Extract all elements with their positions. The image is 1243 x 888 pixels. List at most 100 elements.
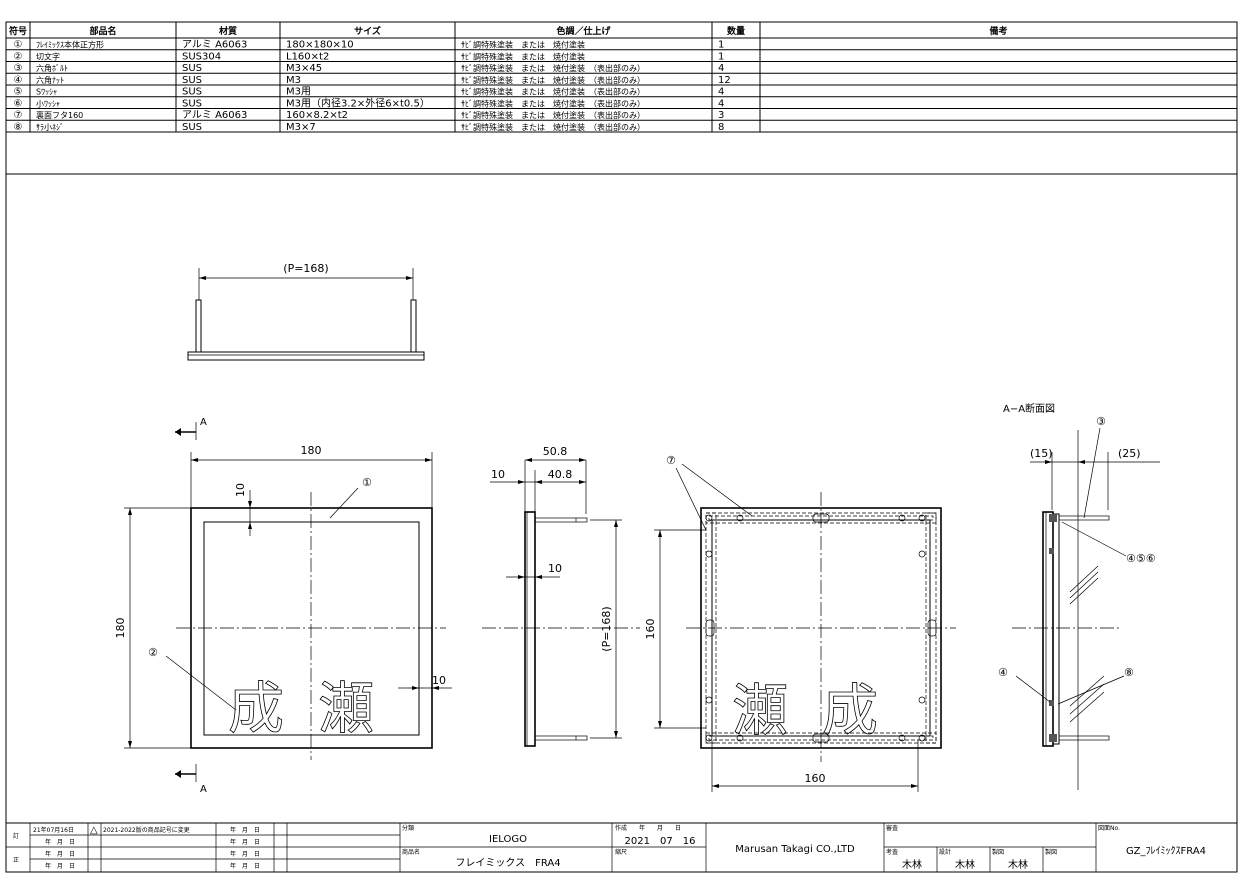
- table-cell-material: SUS: [182, 122, 202, 133]
- rev-date-7: 年 月 日: [230, 850, 260, 858]
- balloon-2: ②: [148, 646, 158, 659]
- table-cell-name: ﾌﾚｲﾐｯｸｽ本体正方形: [36, 40, 104, 50]
- table-cell-finish: ｻﾋﾞ調特殊塗装 または 焼付塗装 （表出部のみ）: [461, 122, 645, 132]
- table-cell-name: 六角ﾅｯﾄ: [36, 75, 64, 85]
- table-header-material: 材質: [218, 25, 237, 37]
- table-cell-finish: ｻﾋﾞ調特殊塗装 または 焼付塗装: [461, 40, 585, 50]
- front-char-1: 成: [228, 677, 284, 742]
- check-label: 考査: [886, 848, 898, 856]
- table-cell-finish: ｻﾋﾞ調特殊塗装 または 焼付塗装 （表出部のみ）: [461, 98, 645, 108]
- table-cell-no: ①: [14, 40, 23, 51]
- table-cell-qty: 8: [718, 122, 724, 133]
- balloon-8: ⑧: [1124, 666, 1134, 679]
- top-pitch-dim: (P=168): [283, 262, 328, 275]
- front-height-dim: 180: [114, 618, 127, 639]
- table-cell-size: M3: [286, 75, 301, 86]
- table-cell-no: ④: [14, 75, 23, 86]
- table-header-size: サイズ: [354, 25, 381, 37]
- table-header-finish: 色調／仕上げ: [556, 25, 611, 37]
- table-header-remarks: 備考: [989, 25, 1007, 37]
- table-cell-name: 切文字: [36, 51, 60, 61]
- front-char-2: 瀬: [318, 677, 374, 742]
- table-cell-material: アルミ A6063: [182, 40, 247, 51]
- draw-label: 製図: [992, 848, 1004, 856]
- table-cell-no: ③: [14, 63, 23, 74]
- balloon-4: ④: [998, 666, 1008, 679]
- section-left-dim: (15): [1030, 447, 1053, 460]
- rev-label-1: 訂: [13, 832, 19, 840]
- rev-date-3: 年 月 日: [45, 850, 75, 858]
- table-cell-qty: 4: [718, 98, 724, 109]
- table-cell-size: M3用: [286, 87, 311, 98]
- table-cell-qty: 4: [718, 87, 724, 98]
- table-header-no: 符号: [9, 25, 27, 37]
- category-label: 分類: [402, 824, 414, 832]
- created-label: 作成 年 月 日: [615, 824, 681, 832]
- dwg-no-label: 図面No.: [1098, 825, 1120, 832]
- section-title: A−A断面図: [1003, 402, 1055, 415]
- balloon-3: ③: [1096, 415, 1106, 428]
- top-view: (P=168): [187, 262, 425, 361]
- table-cell-name: ｻﾗ小ﾈｼﾞ: [36, 123, 64, 132]
- balloon-7: ⑦: [666, 454, 676, 467]
- table-cell-finish: ｻﾋﾞ調特殊塗装 または 焼付塗装 （表出部のみ）: [461, 75, 645, 85]
- table-cell-finish: ｻﾋﾞ調特殊塗装 または 焼付塗装 （表出部のみ）: [461, 110, 645, 120]
- side-view: 50.8 10 40.8 10 (P=168): [482, 445, 640, 747]
- table-cell-qty: 3: [718, 110, 724, 121]
- table-cell-size: L160×t2: [286, 51, 329, 62]
- company-name: Marusan Takagi CO.,LTD: [735, 844, 855, 855]
- table-cell-size: M3×7: [286, 122, 316, 133]
- balloon-1: ①: [362, 476, 372, 489]
- side-offset-dim: 10: [548, 562, 562, 575]
- table-header-name: 部品名: [89, 25, 116, 37]
- table-cell-no: ⑧: [14, 122, 23, 133]
- design-value: 木林: [955, 858, 975, 871]
- table-cell-no: ⑤: [14, 87, 23, 98]
- scale-label: 縮尺: [615, 848, 627, 856]
- front-border-right-dim: 10: [432, 674, 446, 687]
- back-char-2: 成: [822, 679, 878, 744]
- table-cell-material: SUS304: [182, 51, 221, 62]
- side-pitch-dim: (P=168): [600, 606, 613, 651]
- balloon-456: ④⑤⑥: [1126, 552, 1156, 565]
- mgmt-label: 製図: [1045, 848, 1057, 856]
- check-value: 木林: [902, 858, 922, 871]
- table-cell-size: M3×45: [286, 63, 322, 74]
- table-cell-name: 六角ﾎﾞﾙﾄ: [36, 63, 68, 73]
- table-cell-qty: 4: [718, 63, 724, 74]
- table-cell-material: SUS: [182, 75, 202, 86]
- rev-text-1: 2021-2022版の商品記号に変更: [103, 826, 190, 834]
- table-cell-size: 160×8.2×t2: [286, 110, 348, 121]
- title-block: 訂 正 21年07月16日 △ 2021-2022版の商品記号に変更 年 月 日…: [6, 822, 1237, 872]
- category-value: IELOGO: [489, 834, 527, 845]
- front-width-dim: 180: [301, 444, 322, 457]
- table-cell-qty: 1: [718, 51, 724, 62]
- rev-label-2: 正: [13, 857, 19, 864]
- front-border-top-dim: 10: [234, 483, 247, 497]
- table-cell-material: アルミ A6063: [182, 110, 247, 121]
- table-cell-finish: ｻﾋﾞ調特殊塗装 または 焼付塗装: [461, 51, 585, 61]
- back-height-dim: 160: [644, 619, 657, 640]
- table-cell-qty: 12: [718, 75, 731, 86]
- back-screws: [705, 514, 926, 742]
- rev-date-1: 21年07月16日: [33, 826, 74, 834]
- section-mark-top: A: [200, 417, 207, 428]
- rev-date-2: 年 月 日: [45, 838, 75, 846]
- section-right-dim: (25): [1118, 447, 1141, 460]
- back-width-dim: 160: [805, 772, 826, 785]
- table-cell-size: M3用（内径3.2×外径6×t0.5）: [286, 96, 430, 109]
- rev-date-8: 年 月 日: [230, 862, 260, 870]
- table-cell-finish: ｻﾋﾞ調特殊塗装 または 焼付塗装 （表出部のみ）: [461, 87, 645, 97]
- rev-date-5: 年 月 日: [230, 826, 260, 834]
- product-value: フレイミックス FRA4: [455, 857, 560, 869]
- draw-value: 木林: [1008, 858, 1028, 871]
- side-depth-total-dim: 50.8: [543, 445, 568, 458]
- table-cell-size: 180×180×10: [286, 40, 354, 51]
- rev-date-6: 年 月 日: [230, 838, 260, 846]
- design-label: 設計: [939, 848, 951, 856]
- table-cell-qty: 1: [718, 40, 724, 51]
- table-cell-no: ②: [14, 51, 23, 62]
- back-char-1: 瀬: [732, 679, 788, 744]
